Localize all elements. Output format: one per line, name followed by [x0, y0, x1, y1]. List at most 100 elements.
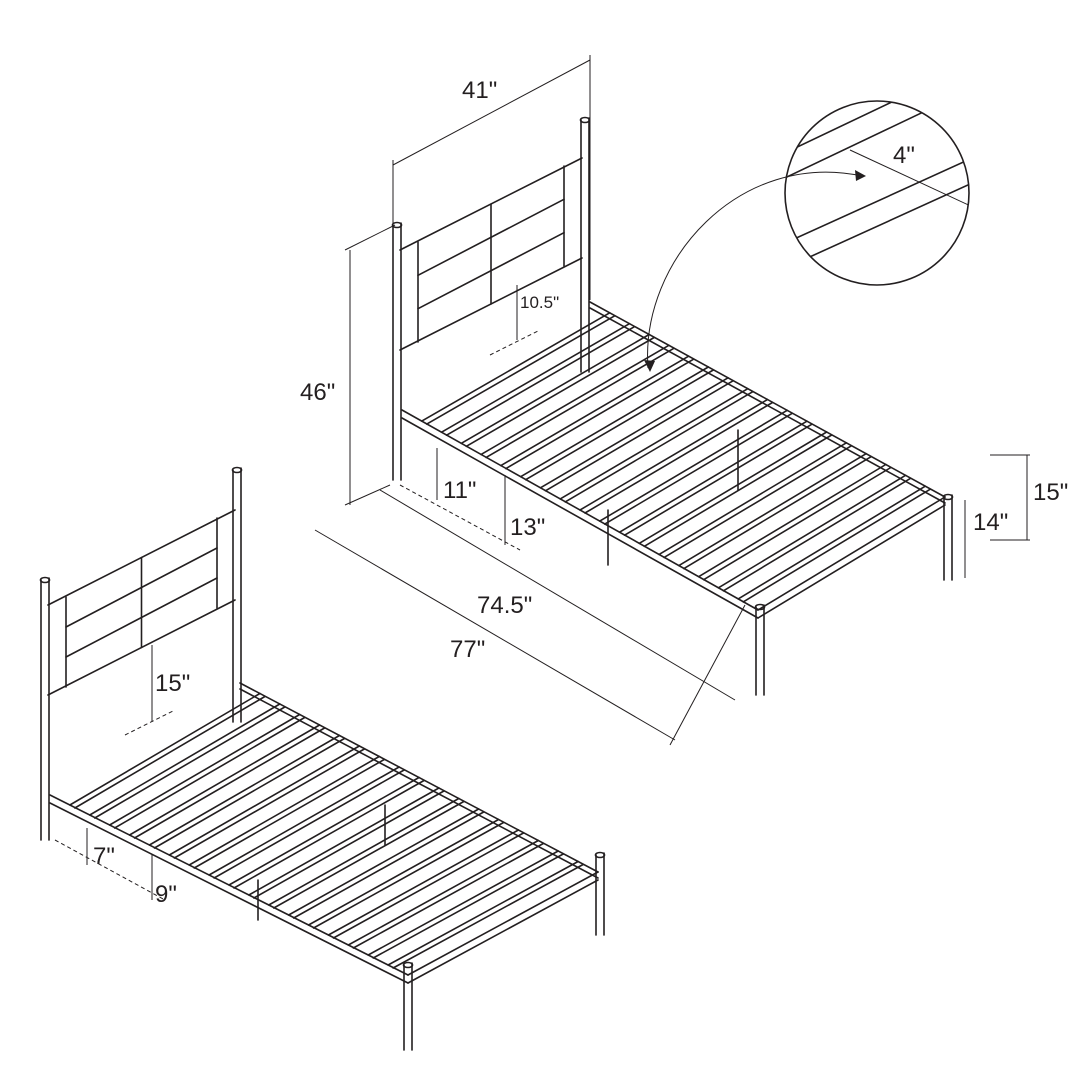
slat [312, 821, 505, 929]
extension-line [344, 224, 396, 251]
slat [228, 776, 420, 886]
slat-spacing-label: 4" [893, 142, 915, 169]
slat [579, 398, 769, 511]
slat [564, 390, 754, 503]
headboard-left-post-cap [39, 576, 51, 584]
slat [188, 755, 381, 866]
slat [392, 863, 584, 969]
slat [658, 442, 848, 556]
top-clearance-high-label: 13" [510, 514, 545, 541]
top-bed-frame [391, 116, 954, 696]
slat [598, 409, 789, 522]
slat [445, 325, 636, 437]
headboard-height-label: 46" [300, 379, 335, 406]
slat [387, 860, 579, 966]
foot-rail [407, 871, 599, 976]
slat [618, 420, 808, 534]
slat [153, 737, 346, 849]
headboard-right-post-cap [231, 466, 243, 474]
headboard-left-post-cap [391, 221, 403, 229]
slat [332, 832, 525, 939]
slat [193, 758, 386, 869]
slat [148, 734, 341, 846]
slat [133, 727, 326, 839]
slat [267, 797, 460, 906]
dimension-lines [54, 55, 1030, 901]
side-rail-front [401, 417, 759, 619]
foot-right-post-cap [594, 851, 606, 859]
slat [74, 695, 266, 809]
footboard-outer-height-label: 15" [1033, 479, 1068, 506]
foot-left-post-cap [402, 961, 414, 969]
slat [603, 412, 794, 525]
slat [737, 485, 927, 600]
slat [93, 706, 286, 819]
slat [485, 347, 675, 459]
extension-line [344, 484, 391, 506]
floor-dashed-line [399, 484, 521, 551]
slat [460, 333, 650, 445]
foot-rail [407, 879, 599, 984]
slat [213, 769, 405, 879]
slat-detail-inset [644, 100, 970, 372]
headboard-bar [65, 547, 218, 628]
slat [287, 808, 480, 916]
slat [505, 358, 695, 470]
slat [128, 724, 321, 836]
headboard-bar [417, 231, 565, 310]
overall-length-dimension-line [314, 529, 676, 741]
slat [440, 322, 631, 434]
bottom-clearance-low-label: 7" [93, 843, 115, 870]
slat [638, 431, 828, 545]
slat [272, 800, 465, 909]
slat [663, 445, 853, 559]
slat [352, 842, 545, 949]
slat [108, 713, 301, 826]
slat [465, 336, 655, 448]
slat [173, 748, 366, 859]
width-dimension-line [392, 59, 591, 166]
slat [367, 850, 560, 956]
gap-dashed-line [124, 709, 176, 736]
slat [307, 818, 500, 926]
slat [248, 787, 440, 896]
slat [233, 779, 425, 889]
slat [372, 853, 565, 959]
slat [524, 369, 715, 481]
slat [113, 716, 306, 829]
slat [480, 344, 670, 456]
slat [539, 377, 729, 489]
headboard-bar [65, 577, 218, 658]
slat [519, 366, 710, 478]
side-rail-front [49, 802, 409, 984]
slat [208, 766, 400, 876]
slat [584, 401, 774, 514]
slat [623, 423, 813, 537]
overall-length-label: 77" [450, 636, 485, 663]
slat [678, 452, 867, 567]
slat [559, 387, 749, 500]
slat [327, 829, 520, 936]
slat [702, 466, 892, 581]
gap-dashed-line [489, 329, 541, 356]
foot-rail [757, 504, 946, 619]
slat [253, 790, 445, 899]
slat [722, 477, 912, 592]
slat [697, 463, 887, 578]
slat [683, 455, 872, 570]
top-headboard-gap-label: 10.5" [520, 293, 559, 312]
slat [168, 745, 361, 856]
bottom-bed-frame [39, 466, 606, 1051]
slat [69, 692, 261, 806]
slat [420, 312, 611, 422]
slat [347, 839, 540, 946]
inner-length-dimension-line [379, 489, 736, 701]
slat [717, 474, 907, 589]
top-clearance-low-label: 11" [443, 477, 476, 504]
slat [544, 380, 734, 492]
slat [742, 488, 932, 603]
bottom-clearance-high-label: 9" [155, 881, 177, 908]
slat [292, 811, 485, 919]
slat [425, 315, 616, 425]
slat [500, 355, 690, 467]
